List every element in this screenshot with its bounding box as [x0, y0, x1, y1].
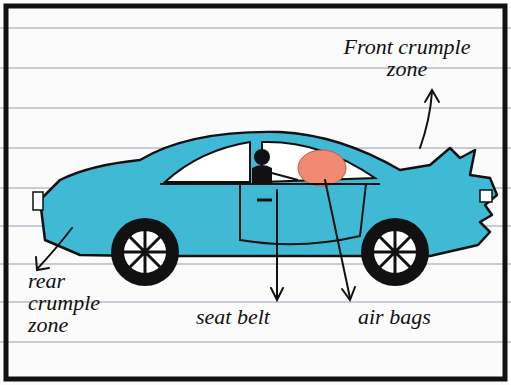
rim	[373, 230, 417, 274]
notebook-lines	[0, 28, 511, 342]
ruled-line	[0, 107, 511, 109]
tyre	[361, 218, 429, 286]
leader-line	[276, 190, 278, 298]
ruled-line	[0, 263, 511, 265]
seat-belt-strap	[268, 172, 298, 180]
tail-light	[33, 192, 43, 210]
part-label: rear crumple zone	[28, 270, 108, 336]
ruled-line	[0, 27, 511, 29]
arrow-head	[271, 288, 283, 300]
air-bag	[298, 150, 346, 186]
arrow-head	[36, 257, 49, 270]
frame-border	[6, 6, 505, 379]
arrow-head	[425, 90, 439, 102]
driver-body	[252, 165, 272, 184]
ruled-line	[0, 341, 511, 343]
door-handle	[257, 199, 272, 202]
ruled-line	[0, 67, 511, 69]
driver-head	[254, 149, 270, 165]
part-label: air bags	[358, 306, 478, 328]
front-wheel	[361, 218, 429, 286]
leader-line	[325, 180, 350, 298]
rear-wheel	[111, 218, 179, 286]
part-label: seat belt	[196, 306, 316, 328]
belt-line	[160, 183, 380, 185]
tyre	[111, 218, 179, 286]
rear-window	[165, 142, 250, 182]
car-door	[240, 182, 366, 244]
car-body	[40, 132, 497, 256]
leader-arrows	[36, 90, 439, 300]
spokes	[123, 230, 167, 274]
head-light	[480, 190, 492, 202]
leader-line	[38, 228, 72, 268]
rim	[123, 230, 167, 274]
spokes	[373, 230, 417, 274]
part-label: Front crumple zone	[322, 36, 492, 80]
arrow-head	[342, 287, 355, 300]
